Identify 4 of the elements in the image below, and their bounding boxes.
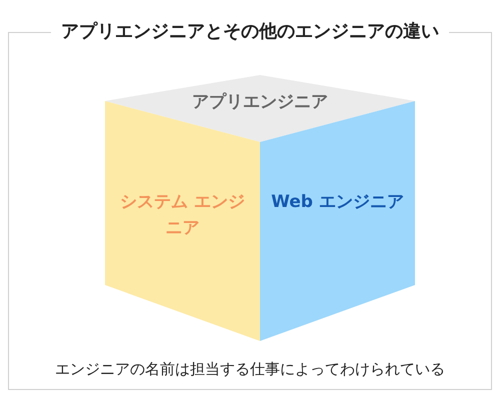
face-label: アプリエンジニア bbox=[191, 91, 329, 114]
caption-text: エンジニアの名前は担当する仕事によってわけられている bbox=[55, 359, 445, 380]
face-label: システム エンジニア bbox=[119, 191, 246, 240]
face-label: Web エンジニア bbox=[270, 191, 405, 214]
